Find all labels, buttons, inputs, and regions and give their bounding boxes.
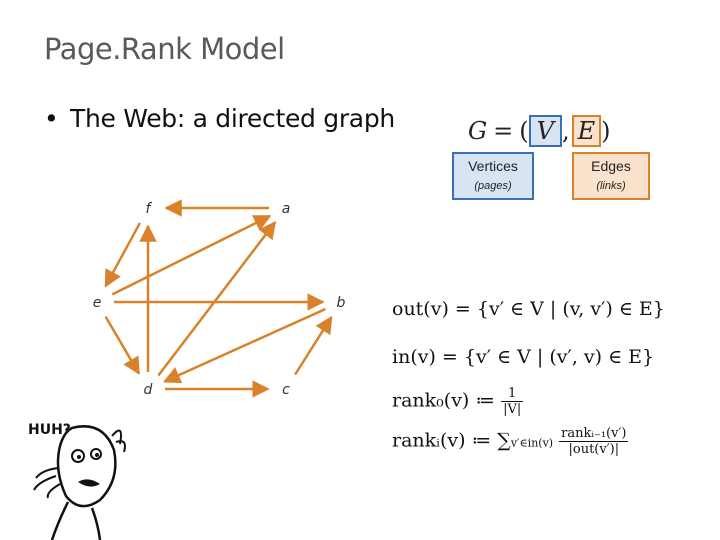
ranki-numerator: rankᵢ₋₁(v′) bbox=[559, 426, 629, 442]
formula-close-paren: ) bbox=[601, 117, 611, 145]
vertices-label: Vertices bbox=[468, 158, 518, 174]
confused-face-image: HUH? bbox=[28, 422, 126, 540]
node-d bbox=[131, 372, 165, 406]
edges-sublabel: (links) bbox=[596, 180, 626, 192]
ranki-definition: rankᵢ(v) ≔ ∑v′∈in(v) rankᵢ₋₁(v′) |out(v′… bbox=[392, 426, 629, 457]
node-label-a: a bbox=[282, 201, 291, 217]
formula-e-box: E bbox=[571, 115, 602, 147]
ranki-fraction: rankᵢ₋₁(v′) |out(v′)| bbox=[559, 426, 629, 457]
edge-f-to-e bbox=[104, 222, 141, 288]
edge-e-to-d bbox=[104, 316, 140, 375]
body-outline bbox=[50, 501, 102, 540]
ranki-lhs: rankᵢ(v) ≔ ∑ bbox=[392, 429, 511, 452]
node-label-e: e bbox=[93, 295, 102, 311]
in-definition: in(v) = {v′ ∈ V | (v′, v) ∈ E} bbox=[392, 346, 655, 368]
comic-text: HUH? bbox=[28, 422, 71, 438]
rank0-lhs: rank₀(v) ≔ bbox=[392, 389, 496, 412]
graph-edges bbox=[104, 199, 333, 398]
node-c bbox=[269, 372, 303, 406]
bullet-label: The Web: a directed graph bbox=[70, 104, 395, 133]
node-e bbox=[80, 285, 114, 319]
left-pupil bbox=[77, 455, 81, 459]
formula-v-box: V bbox=[528, 115, 562, 147]
node-b bbox=[324, 285, 358, 319]
out-definition: out(v) = {v′ ∈ V | (v, v′) ∈ E} bbox=[392, 298, 665, 320]
formula-open-paren: ( bbox=[519, 117, 529, 145]
formula-equals: = bbox=[493, 117, 514, 145]
node-label-b: b bbox=[337, 295, 346, 311]
bullet-text: • The Web: a directed graph bbox=[44, 104, 395, 133]
scratching-hand-icon bbox=[111, 429, 126, 453]
node-label-c: c bbox=[282, 382, 290, 398]
rank0-numerator: 1 bbox=[501, 386, 524, 402]
bullet-dot: • bbox=[44, 104, 59, 133]
right-eye-icon bbox=[90, 448, 102, 460]
right-pupil bbox=[95, 453, 99, 457]
edge-d-to-a bbox=[157, 220, 277, 377]
ranki-sum-subscript: v′∈in(v) bbox=[510, 436, 554, 450]
node-a bbox=[269, 191, 303, 225]
node-label-f: f bbox=[146, 201, 153, 217]
vertices-callout: Vertices (pages) bbox=[452, 152, 534, 200]
edges-callout: Edges (links) bbox=[572, 152, 650, 200]
vertices-sublabel: (pages) bbox=[474, 180, 512, 192]
mouth-icon bbox=[78, 479, 100, 487]
edge-e-to-a bbox=[111, 214, 272, 296]
graph-definition: G = ( V , E ) bbox=[468, 115, 611, 147]
node-label-d: d bbox=[144, 382, 153, 398]
edges-label: Edges bbox=[591, 158, 631, 174]
graph-nodes: f a e b d c bbox=[80, 191, 358, 406]
formula-comma: , bbox=[562, 117, 570, 145]
rank0-denominator: |V| bbox=[503, 402, 522, 417]
left-eye-icon bbox=[71, 449, 85, 463]
slide-title: Page.Rank Model bbox=[44, 32, 285, 66]
rank0-definition: rank₀(v) ≔ 1 |V| bbox=[392, 386, 524, 417]
formula-g: G bbox=[468, 117, 488, 145]
edge-b-to-d bbox=[162, 307, 327, 384]
hand-on-chin-icon bbox=[33, 467, 61, 499]
rank0-fraction: 1 |V| bbox=[501, 386, 524, 417]
ranki-denominator: |out(v′)| bbox=[568, 442, 620, 457]
node-f bbox=[131, 191, 165, 225]
edge-c-to-b bbox=[294, 315, 333, 376]
face-outline bbox=[56, 425, 117, 508]
